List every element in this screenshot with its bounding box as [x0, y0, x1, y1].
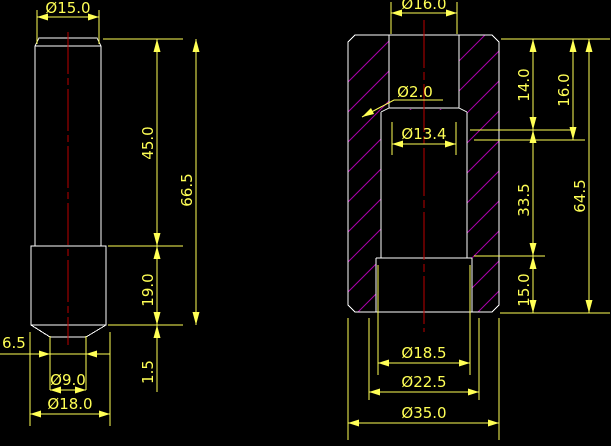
dimension-top-diameter-left: Ø15.0 — [36, 0, 100, 44]
dim-label-d35: Ø35.0 — [401, 404, 446, 422]
dim-label-d13-4: Ø13.4 — [401, 125, 446, 143]
dimension-depth-33-5-right: 33.5 — [474, 130, 545, 257]
dim-label-66-5: 66.5 — [178, 173, 196, 206]
dimension-body-diameter-left: Ø18.0 — [30, 332, 111, 426]
dim-label-45: 45.0 — [139, 126, 157, 159]
dim-label-33-5: 33.5 — [515, 183, 533, 216]
dim-label-1-5: 1.5 — [139, 360, 157, 384]
dim-label-15: 15.0 — [515, 273, 533, 306]
dimension-depth-16-right: 16.0 — [474, 39, 585, 141]
dimension-mid-bore-diameter-right: Ø13.4 — [391, 122, 457, 155]
dimension-chamfer-callout-right: Ø2.0 — [361, 83, 443, 118]
dimension-lower-length-left: 19.0 — [108, 246, 183, 326]
dim-label-d22-5: Ø22.5 — [401, 373, 446, 391]
dim-label-64-5: 64.5 — [571, 179, 589, 212]
dimension-upper-length-left: 45.0 — [103, 38, 183, 247]
dimension-chamfer-height-left: 1.5 — [139, 325, 161, 392]
dim-label-d18-5: Ø18.5 — [401, 344, 446, 362]
dimension-depth-14-right: 14.0 — [470, 38, 610, 131]
dim-label-14: 14.0 — [515, 68, 533, 101]
dim-label-d15: Ø15.0 — [45, 0, 90, 17]
dim-label-d18: Ø18.0 — [47, 395, 92, 413]
dim-label-16: 16.0 — [555, 73, 573, 106]
dimension-tip-diameter-left: Ø9.0 — [49, 336, 87, 394]
dimension-top-bore-diameter-right: Ø16.0 — [390, 0, 458, 34]
dim-label-d9: Ø9.0 — [50, 371, 86, 389]
dim-label-6-5: 6.5 — [2, 334, 26, 352]
dimension-bottom-recess-right: 15.0 — [500, 256, 610, 314]
dim-label-d2: Ø2.0 — [397, 83, 433, 101]
dimension-counterbore-diameter-right: Ø18.5 — [377, 265, 471, 375]
dimension-offset-line — [0, 350, 110, 358]
dimension-overall-height-right: 64.5 — [571, 39, 593, 313]
dim-label-19: 19.0 — [139, 273, 157, 306]
dimension-left-offset: 6.5 — [0, 332, 32, 426]
dimension-shoulder-diameter-right: Ø22.5 — [368, 318, 480, 400]
dim-label-d16: Ø16.0 — [401, 0, 446, 13]
dimension-overall-length-left: 66.5 — [178, 39, 200, 325]
dimension-outer-diameter-right: Ø35.0 — [347, 318, 500, 440]
